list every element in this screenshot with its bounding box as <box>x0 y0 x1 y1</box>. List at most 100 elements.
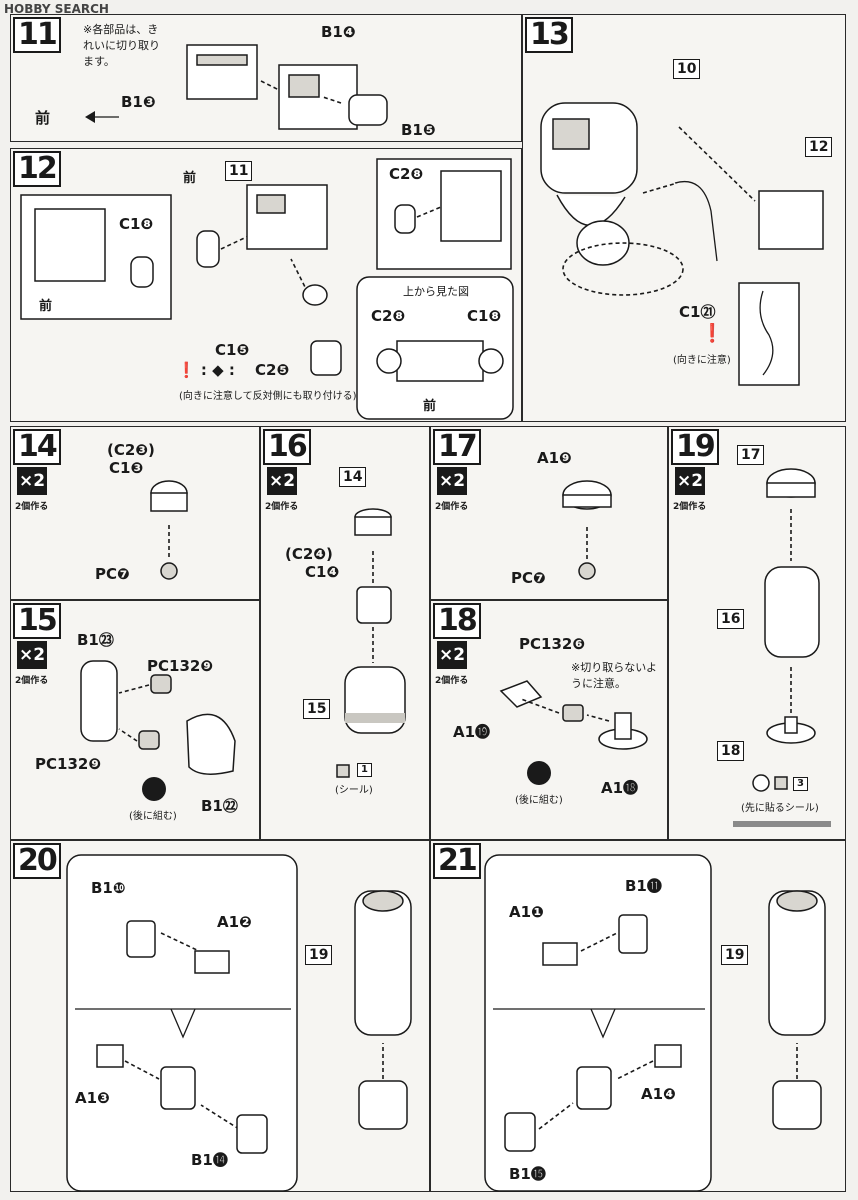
part-pc132-9a <box>150 674 172 694</box>
ref-17: 17 <box>737 445 765 465</box>
step-19: 19 ×2 2個作る 17 16 18 3 (先に貼るシール) <box>668 426 846 840</box>
part-b1-10 <box>126 920 156 958</box>
badge-note: 2個作る <box>435 676 469 686</box>
step-number: 13 <box>525 17 573 53</box>
label-c1-3: C1❸ <box>109 459 144 477</box>
caution-icon-box <box>310 340 342 376</box>
part-c2-8 <box>394 204 416 234</box>
part-torso-left <box>34 208 106 282</box>
part-hose <box>674 181 718 262</box>
step-number: 11 <box>13 17 61 53</box>
label-tv-front: 前 <box>423 399 437 414</box>
label-pc132-6: PC132❻ <box>519 635 586 653</box>
part-b1-14 <box>236 1114 268 1154</box>
label-c1-8: C1❽ <box>119 215 154 233</box>
step-13-diagram <box>540 102 824 386</box>
caution-note: (向きに注意して反対側にも取り付ける) <box>179 391 357 402</box>
cut-note: ※各部品は、きれいに切り取ります。 <box>83 23 160 68</box>
step-17-diagram <box>562 480 612 580</box>
seal-note: (先に貼るシール) <box>741 803 819 814</box>
step-number: 15 <box>13 603 61 639</box>
seal-note: (シール) <box>335 785 373 796</box>
ref-16: 16 <box>717 609 745 629</box>
ref-19: 19 <box>721 945 749 965</box>
part-b1-11 <box>618 914 648 954</box>
watermark: HOBBY SEARCH <box>4 2 109 16</box>
part-assembly-14 <box>354 516 392 536</box>
step-12-diagram <box>20 158 514 420</box>
badge-note: 2個作る <box>15 676 49 686</box>
label-b1-11: B1⓫ <box>625 877 662 895</box>
caution-icon: ❗ : ◆ : <box>177 361 235 379</box>
part-c1-5 <box>302 284 328 306</box>
badge-note: 2個作る <box>265 502 299 512</box>
label-b1-10: B1❿ <box>91 879 126 897</box>
label-b1-22: B1㉒ <box>201 797 238 815</box>
ref-14: 14 <box>339 467 367 487</box>
badge-x2: ×2 <box>437 641 467 669</box>
step-20-diagram <box>66 854 412 1192</box>
label-tv-c1-8: C1❽ <box>467 307 502 325</box>
part-pc-7 <box>578 562 596 580</box>
step-11: 11 ※各部品は、きれいに切り取ります。 前 B1❸ B1❹ B1❺ <box>10 14 522 142</box>
label-pc-7: PC❼ <box>511 569 546 587</box>
label-a1-18: A1⓲ <box>601 779 639 797</box>
step-15-diagram <box>80 660 236 801</box>
ref-18: 18 <box>717 741 745 761</box>
caution-note: (向きに注意) <box>673 355 731 366</box>
badge-note: 2個作る <box>673 502 707 512</box>
badge-x2: ×2 <box>437 467 467 495</box>
label-c2-4: (C2❹) <box>285 545 333 563</box>
label-pc132-9a: PC132❾ <box>147 657 214 675</box>
part-pc132-6 <box>562 704 584 722</box>
label-a1-3: A1❸ <box>75 1089 110 1107</box>
front-arrow <box>85 111 119 123</box>
label-b1-3: B1❸ <box>121 93 156 111</box>
label-a1-4: A1❹ <box>641 1085 676 1103</box>
badge-x2: ×2 <box>267 467 297 495</box>
part-assembly-15 <box>344 666 406 734</box>
part-c1-4 <box>356 586 392 624</box>
cut-caution-note: ※切り取らないように注意。 <box>571 661 657 690</box>
part-a1-19 <box>499 680 543 708</box>
step-number: 18 <box>433 603 481 639</box>
caution-icon: ❗ <box>701 323 724 344</box>
label-c1-21: C1㉑ <box>679 303 716 321</box>
ref-15: 15 <box>303 699 331 719</box>
seal-number: 1 <box>357 763 372 777</box>
step-18: 18 ×2 2個作る PC132❻ ※切り取らないように注意。 A1⓳ A1⓲ … <box>430 600 668 840</box>
label-c2-3: (C2❸) <box>107 441 155 459</box>
step-19-diagram <box>733 468 831 827</box>
step-number: 19 <box>671 429 719 465</box>
label-a1-2: A1❷ <box>217 913 252 931</box>
label-a1-9: A1❾ <box>537 449 572 467</box>
step-16: 16 ×2 2個作る 14 (C2❹) C1❹ 15 1 (シール) <box>260 426 430 840</box>
label-b1-15: B1⓯ <box>509 1165 546 1183</box>
badge-x2: ×2 <box>675 467 705 495</box>
step-20: 20 B1❿ A1❷ A1❸ B1⓮ 19 <box>10 840 430 1192</box>
label-b1-23: B1㉓ <box>77 631 114 649</box>
part-pc132-9b <box>138 730 160 750</box>
step-14: 14 ×2 2個作る (C2❸) C1❸ PC❼ <box>10 426 260 600</box>
label-b1-4: B1❹ <box>321 23 356 41</box>
top-view-part <box>396 340 484 382</box>
top-view-title: 上から見た図 <box>403 285 469 298</box>
step-14-diagram <box>150 480 188 580</box>
label-c2-8: C2❽ <box>389 165 424 183</box>
step-number: 17 <box>433 429 481 465</box>
label-pc-7: PC❼ <box>95 565 130 583</box>
part-assembly-19 <box>354 890 412 1036</box>
step-15: 15 ×2 2個作る B1㉓ PC132❾ PC132❾ B1㉒ (後に組む) <box>10 600 260 840</box>
badge-note: 2個作る <box>15 502 49 512</box>
label-c1-5: C1❺ <box>215 341 250 359</box>
step-number: 21 <box>433 843 481 879</box>
step-number: 14 <box>13 429 61 465</box>
ref-12: 12 <box>805 137 833 157</box>
badge-note: 2個作る <box>435 502 469 512</box>
step-21-diagram <box>484 854 826 1192</box>
step-17: 17 ×2 2個作る A1❾ PC❼ <box>430 426 668 600</box>
step-18-diagram <box>499 680 648 785</box>
label-tv-c2-8: C2❽ <box>371 307 406 325</box>
seal-icon <box>336 764 350 778</box>
